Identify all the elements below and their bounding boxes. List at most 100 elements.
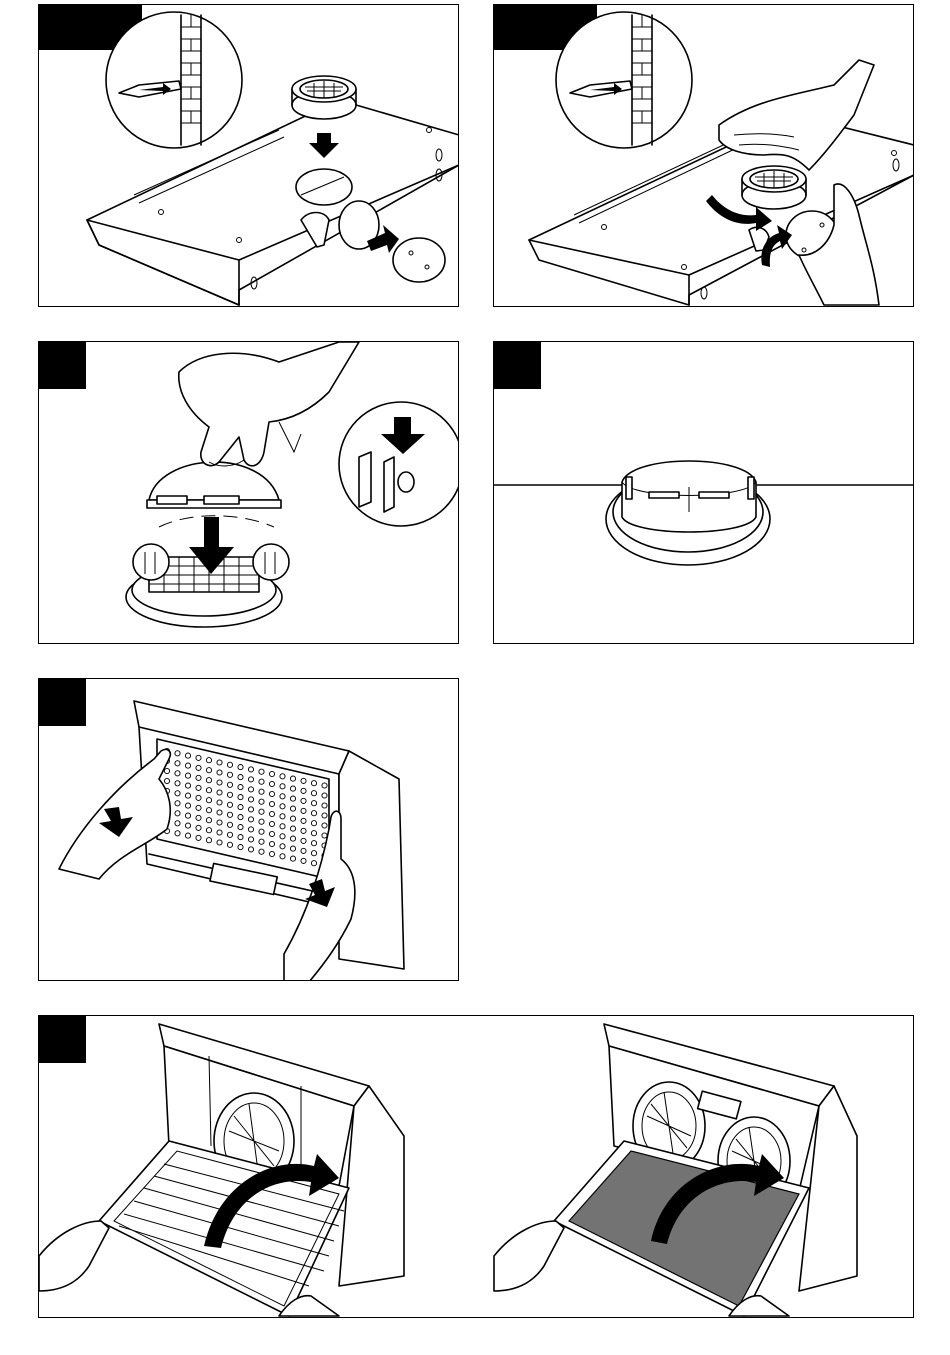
perforation-dot: [196, 785, 201, 790]
perforation-dot: [238, 825, 243, 830]
perforation-dot: [290, 776, 295, 781]
perforation-dot: [217, 810, 222, 815]
perforation-dot: [311, 801, 316, 806]
perforation-dot: [185, 773, 190, 778]
perforation-dot: [196, 795, 201, 800]
perforation-dot: [196, 775, 201, 780]
perforation-dot: [269, 801, 274, 806]
perforation-dot: [311, 821, 316, 826]
perforation-dot: [311, 791, 316, 796]
perforation-dot: [269, 841, 274, 846]
perforation-dot: [217, 830, 222, 835]
hood-open-left: [39, 1024, 404, 1316]
perforation-dot: [280, 804, 285, 809]
figure-panel-1: [38, 4, 459, 307]
perforation-dot: [248, 817, 253, 822]
perforation-dot: [248, 777, 253, 782]
perforation-dot: [301, 798, 306, 803]
figure-panel-6: [38, 1015, 914, 1318]
perforation-dot: [185, 783, 190, 788]
release-panel-illustration: [39, 679, 459, 981]
perforation-dot: [259, 849, 264, 854]
perforation-dot: [238, 795, 243, 800]
perforation-dot: [259, 809, 264, 814]
perforation-dot: [206, 788, 211, 793]
perforation-dot: [206, 808, 211, 813]
figure-panel-3: [38, 341, 459, 644]
perforation-dot: [290, 826, 295, 831]
perforation-dot: [322, 823, 327, 828]
perforation-dot: [164, 768, 169, 773]
perforation-dot: [196, 835, 201, 840]
perforation-dot: [206, 838, 211, 843]
ducting-adaptor-icon: [742, 166, 806, 209]
perforation-dot: [322, 803, 327, 808]
perforation-dot: [259, 799, 264, 804]
figure-panel-2: [493, 4, 914, 307]
perforation-dot: [248, 797, 253, 802]
perforation-dot: [322, 833, 327, 838]
perforation-dot: [280, 774, 285, 779]
wall-bracket-icon: [556, 12, 692, 148]
clip-cover-illustration: [39, 342, 459, 644]
perforation-dot: [280, 794, 285, 799]
perforation-dot: [290, 786, 295, 791]
perforation-dot: [290, 846, 295, 851]
perforation-dot: [269, 811, 274, 816]
perforation-dot: [175, 771, 180, 776]
perforation-dot: [301, 828, 306, 833]
perforation-dot: [311, 841, 316, 846]
perforation-dot: [259, 839, 264, 844]
perforation-dot: [175, 831, 180, 836]
perforation-dot: [322, 793, 327, 798]
perforation-dot: [248, 787, 253, 792]
perforation-dot: [280, 824, 285, 829]
perforation-dot: [196, 805, 201, 810]
cover-disc-icon: [393, 238, 445, 282]
perforation-dot: [185, 823, 190, 828]
clip-detail-icon: [339, 402, 459, 526]
perforation-dot: [217, 800, 222, 805]
perforation-dot: [259, 829, 264, 834]
perforation-dot: [301, 848, 306, 853]
perforation-dot: [185, 833, 190, 838]
perforation-dot: [227, 782, 232, 787]
perforation-dot: [206, 818, 211, 823]
perforation-dot: [227, 842, 232, 847]
perforation-dot: [290, 836, 295, 841]
hood-top-view-illustration: [39, 5, 459, 307]
ducting-adaptor-icon: [292, 76, 356, 119]
perforation-dot: [217, 780, 222, 785]
perforation-dot: [206, 798, 211, 803]
perforation-dot: [290, 796, 295, 801]
perforation-dot: [280, 854, 285, 859]
perforation-dot: [196, 765, 201, 770]
perforation-dot: [185, 753, 190, 758]
perforation-dot: [269, 851, 274, 856]
hand-icon: [494, 1221, 564, 1291]
perforation-dot: [269, 831, 274, 836]
perforation-dot: [290, 856, 295, 861]
perforation-dot: [238, 765, 243, 770]
perforation-dot: [238, 815, 243, 820]
perforation-dot: [280, 844, 285, 849]
perforation-dot: [217, 840, 222, 845]
perforation-dot: [227, 792, 232, 797]
perforation-dot: [164, 778, 169, 783]
perforation-dot: [185, 763, 190, 768]
perforation-dot: [301, 838, 306, 843]
perforation-dot: [280, 784, 285, 789]
perforation-dot: [311, 861, 316, 866]
fitted-adaptor-illustration: [494, 342, 914, 644]
perforation-dot: [259, 779, 264, 784]
perforation-dot: [175, 751, 180, 756]
figure-panel-5: [38, 678, 459, 981]
perforation-dot: [217, 760, 222, 765]
perforation-dot: [175, 761, 180, 766]
perforation-dot: [238, 835, 243, 840]
perforation-dot: [227, 812, 232, 817]
replace-filters-illustration: [39, 1016, 914, 1318]
perforation-dot: [185, 793, 190, 798]
perforation-dot: [248, 807, 253, 812]
perforation-dot: [238, 775, 243, 780]
